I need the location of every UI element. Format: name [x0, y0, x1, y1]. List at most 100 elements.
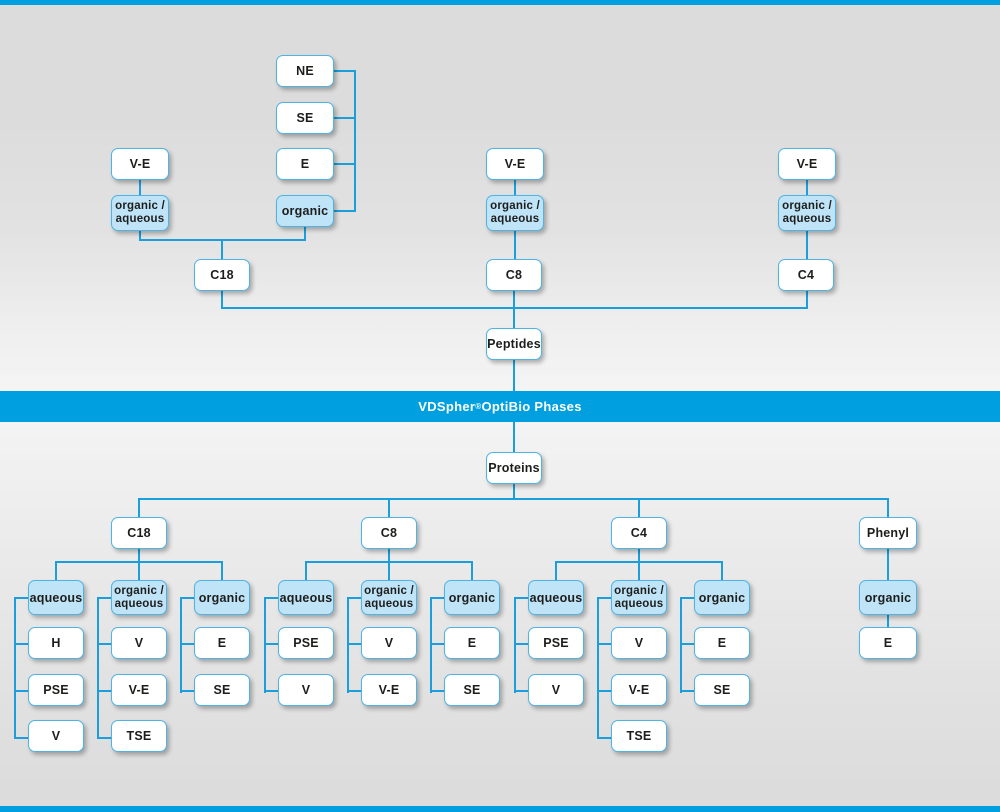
node-proteins-c18-mode-organic-aqueous[interactable]: organic / aqueous — [111, 580, 167, 615]
connector-bus-to-p-c8 — [388, 498, 390, 518]
node-peptides-c18-oa-child-ve[interactable]: V-E — [111, 148, 169, 180]
connector-bus-to-c18 — [221, 239, 223, 260]
connector-c4-oa-bus — [597, 597, 599, 739]
connector-p-c4-to-organic — [721, 561, 723, 581]
connector-p-c8-down — [388, 549, 390, 562]
connector-c4-organic-stub-e — [680, 643, 696, 645]
connector-c8-organic-stub — [430, 597, 446, 599]
connector-c18-down — [221, 291, 223, 308]
connector-c18-organic-stub-se — [180, 690, 196, 692]
node-proteins-c4-mode-organic[interactable]: organic — [694, 580, 750, 615]
node-proteins-c18-organic-child-e[interactable]: E — [194, 627, 250, 659]
node-proteins-c8-oa-child-ve[interactable]: V-E — [361, 674, 417, 706]
node-peptides-c18-organic-child-ne[interactable]: NE — [276, 55, 334, 87]
node-proteins-c4-organic-child-e[interactable]: E — [694, 627, 750, 659]
node-proteins-c8-aqueous-child-pse[interactable]: PSE — [278, 627, 334, 659]
connector-se-stub — [334, 117, 356, 119]
connector-c4-aqueous-stub — [514, 597, 530, 599]
mode-label-line2: aqueous — [490, 213, 540, 225]
node-proteins-c8-mode-organic-aqueous[interactable]: organic / aqueous — [361, 580, 417, 615]
node-proteins-c4-oa-child-tse[interactable]: TSE — [611, 720, 667, 752]
node-proteins-c4-organic-child-se[interactable]: SE — [694, 674, 750, 706]
mode-label-line1: organic / — [782, 200, 832, 213]
connector-p-c18-down — [138, 549, 140, 562]
connector-c18-aqueous-stub-v — [14, 737, 30, 739]
connector-c18-aqueous-bus — [14, 597, 16, 739]
connector-c18-organic-stub-b — [180, 597, 196, 599]
node-proteins-c4-mode-aqueous[interactable]: aqueous — [528, 580, 584, 615]
node-proteins-c8-organic-child-e[interactable]: E — [444, 627, 500, 659]
node-proteins-c4-mode-organic-aqueous[interactable]: organic / aqueous — [611, 580, 667, 615]
node-proteins-phase-c4[interactable]: C4 — [611, 517, 667, 549]
connector-e-stub — [334, 163, 356, 165]
node-proteins-c18-oa-child-ve[interactable]: V-E — [111, 674, 167, 706]
connector-ne-stub — [334, 70, 356, 72]
node-peptides-c18-mode-organic[interactable]: organic — [276, 195, 334, 227]
connector-p-c18-to-organic — [221, 561, 223, 581]
node-proteins-c8-organic-child-se[interactable]: SE — [444, 674, 500, 706]
node-proteins-c8-mode-organic[interactable]: organic — [444, 580, 500, 615]
connector-c18-aqueous-stub — [14, 597, 30, 599]
connector-c18-organic-bus-b — [180, 597, 182, 693]
connector-c4-oa-stub-v — [597, 643, 613, 645]
connector-c18-oa-bus — [97, 597, 99, 739]
node-proteins-c8-mode-aqueous[interactable]: aqueous — [278, 580, 334, 615]
connector-c4-organic-stub — [680, 597, 696, 599]
node-peptides-c8-mode-organic-aqueous[interactable]: organic / aqueous — [486, 195, 544, 231]
node-peptides-phase-c4[interactable]: C4 — [778, 259, 834, 291]
node-peptides-phase-c18[interactable]: C18 — [194, 259, 250, 291]
node-peptides-c18-organic-child-e[interactable]: E — [276, 148, 334, 180]
node-proteins-c4-aqueous-child-v[interactable]: V — [528, 674, 584, 706]
node-proteins-phase-c18[interactable]: C18 — [111, 517, 167, 549]
node-proteins-c8-aqueous-child-v[interactable]: V — [278, 674, 334, 706]
connector-c18-aqueous-stub-h — [14, 643, 30, 645]
connector-c4-aqueous-stub-v — [514, 690, 530, 692]
node-proteins-c18-oa-child-v[interactable]: V — [111, 627, 167, 659]
connector-banner-to-proteins — [513, 422, 515, 453]
connector-c4-aqueous-stub-pse — [514, 643, 530, 645]
connector-c18-organic-stub-e — [180, 643, 196, 645]
mode-label-line2: aqueous — [114, 597, 164, 610]
banner-brand: VDSpher — [418, 399, 476, 414]
node-proteins-c4-oa-child-ve[interactable]: V-E — [611, 674, 667, 706]
connector-bus-to-p-phenyl — [887, 498, 889, 518]
node-peptides-c18-mode-organic-aqueous[interactable]: organic / aqueous — [111, 195, 169, 231]
connector-p-c18-to-aqueous — [55, 561, 57, 581]
node-proteins-phase-phenyl[interactable]: Phenyl — [859, 517, 917, 549]
node-proteins-c18-mode-organic[interactable]: organic — [194, 580, 250, 615]
node-proteins-c18-organic-child-se[interactable]: SE — [194, 674, 250, 706]
node-proteins-c18-mode-aqueous[interactable]: aqueous — [28, 580, 84, 615]
node-proteins-c18-aqueous-child-h[interactable]: H — [28, 627, 84, 659]
node-peptides-c4-mode-organic-aqueous[interactable]: organic / aqueous — [778, 195, 836, 231]
node-proteins-c4-oa-child-v[interactable]: V — [611, 627, 667, 659]
connector-bus-to-p-c4 — [638, 498, 640, 518]
mode-label-line1: organic / — [490, 200, 540, 213]
node-peptides-root[interactable]: Peptides — [486, 328, 542, 360]
connector-c8-oa-stub — [347, 597, 363, 599]
connector-c4-aqueous-bus — [514, 597, 516, 693]
connector-p-c8-to-oa — [388, 561, 390, 581]
connector-c8-oa-stub-ve — [347, 690, 363, 692]
connector-c18-oa-stub-tse — [97, 737, 113, 739]
node-proteins-c8-oa-child-v[interactable]: V — [361, 627, 417, 659]
connector-c4-oa-stub-tse — [597, 737, 613, 739]
node-proteins-phase-c8[interactable]: C8 — [361, 517, 417, 549]
node-peptides-c18-organic-child-se[interactable]: SE — [276, 102, 334, 134]
node-peptides-c8-oa-child-ve[interactable]: V-E — [486, 148, 544, 180]
connector-p-c18-to-oa — [138, 561, 140, 581]
node-proteins-c4-aqueous-child-pse[interactable]: PSE — [528, 627, 584, 659]
connector-c4-oa-stub-ve — [597, 690, 613, 692]
node-proteins-c18-aqueous-child-v[interactable]: V — [28, 720, 84, 752]
registered-mark-icon: ® — [475, 402, 482, 411]
node-proteins-phenyl-organic-child-e[interactable]: E — [859, 627, 917, 659]
connector-oa-down — [139, 231, 141, 240]
node-proteins-c18-aqueous-child-pse[interactable]: PSE — [28, 674, 84, 706]
node-proteins-root[interactable]: Proteins — [486, 452, 542, 484]
node-peptides-c4-oa-child-ve[interactable]: V-E — [778, 148, 836, 180]
node-proteins-phenyl-mode-organic[interactable]: organic — [859, 580, 917, 615]
top-accent-bar — [0, 0, 1000, 5]
node-proteins-c18-oa-child-tse[interactable]: TSE — [111, 720, 167, 752]
connector-proteins-down — [513, 484, 515, 499]
connector-p-c4-down — [638, 549, 640, 562]
node-peptides-phase-c8[interactable]: C8 — [486, 259, 542, 291]
